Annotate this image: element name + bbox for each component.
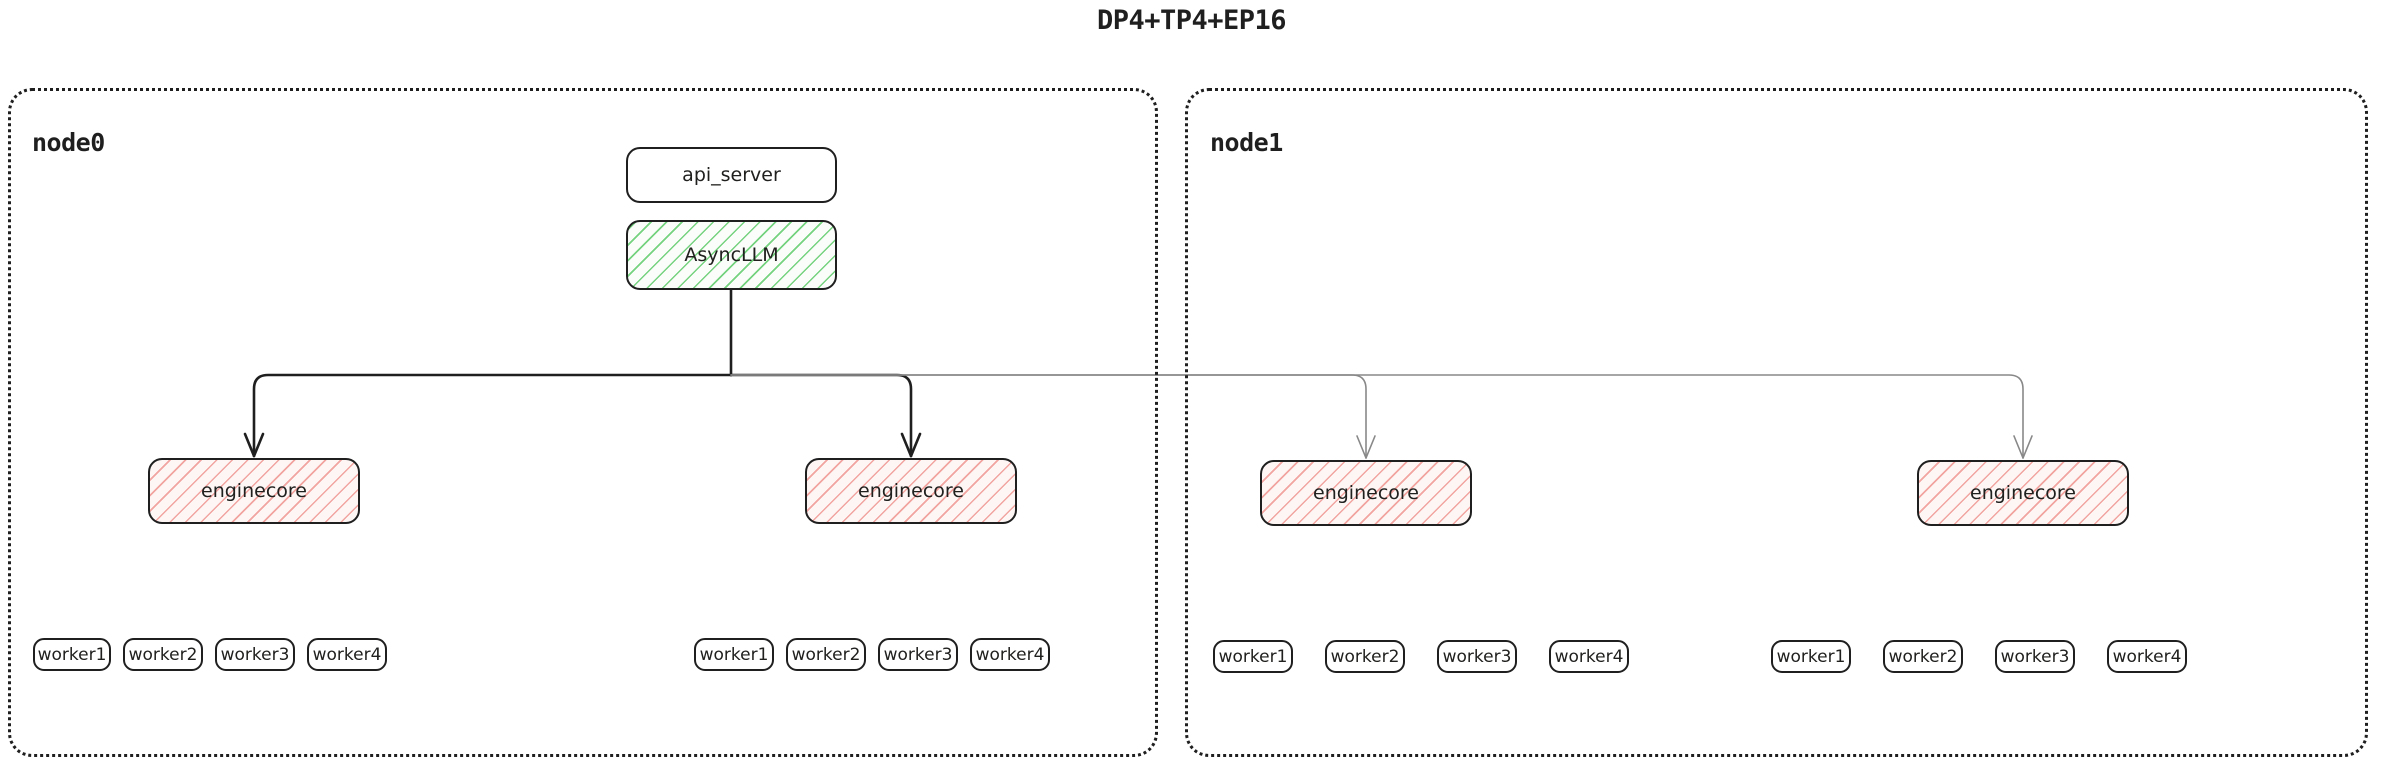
worker-box[interactable]: worker4 xyxy=(970,638,1050,671)
enginecore-box[interactable]: enginecore xyxy=(805,458,1017,524)
node-container-node1 xyxy=(1185,88,2368,757)
page-title: DP4+TP4+EP16 xyxy=(1096,5,1287,36)
api-server-box[interactable]: api_server xyxy=(626,147,837,203)
worker-box[interactable]: worker3 xyxy=(215,638,295,671)
enginecore-box[interactable]: enginecore xyxy=(148,458,360,524)
async-llm-box[interactable]: AsyncLLM xyxy=(626,220,837,290)
worker-box[interactable]: worker4 xyxy=(307,638,387,671)
enginecore-box[interactable]: enginecore xyxy=(1917,460,2129,526)
worker-box[interactable]: worker4 xyxy=(2107,640,2187,673)
worker-box[interactable]: worker1 xyxy=(1771,640,1851,673)
worker-box[interactable]: worker2 xyxy=(786,638,866,671)
node-label-node1: node1 xyxy=(1210,128,1283,157)
worker-box[interactable]: worker2 xyxy=(123,638,203,671)
worker-box[interactable]: worker2 xyxy=(1325,640,1405,673)
worker-box[interactable]: worker1 xyxy=(1213,640,1293,673)
worker-box[interactable]: worker4 xyxy=(1549,640,1629,673)
enginecore-box[interactable]: enginecore xyxy=(1260,460,1472,526)
worker-box[interactable]: worker3 xyxy=(1437,640,1517,673)
worker-box[interactable]: worker3 xyxy=(1995,640,2075,673)
worker-box[interactable]: worker1 xyxy=(694,638,774,671)
node-container-node0 xyxy=(8,88,1158,757)
node-label-node0: node0 xyxy=(32,128,105,157)
worker-box[interactable]: worker1 xyxy=(33,638,111,671)
worker-box[interactable]: worker2 xyxy=(1883,640,1963,673)
worker-box[interactable]: worker3 xyxy=(878,638,958,671)
